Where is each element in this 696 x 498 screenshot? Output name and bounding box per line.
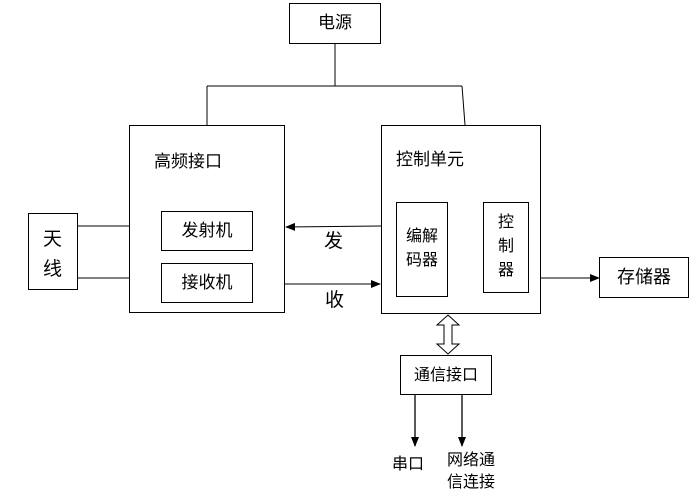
- power-label: 电源: [318, 13, 352, 33]
- controller-block: 控 制 器: [483, 202, 529, 293]
- power-block: 电源: [289, 3, 381, 44]
- comm-bus-hollow-arrow: [435, 314, 461, 355]
- transmitter-label: 发射机: [181, 220, 233, 241]
- network-label-2: 信连接: [447, 472, 496, 491]
- serial-port-label: 串口: [392, 454, 425, 473]
- power-to-control-line: [461, 85, 466, 126]
- antenna-block: 天 线: [28, 213, 78, 290]
- codec-block: 编解 码器: [396, 202, 448, 297]
- controller-label-2: 制: [497, 236, 514, 255]
- controller-label-1: 控: [497, 212, 514, 231]
- receiver-label: 接收机: [181, 272, 233, 293]
- network-label-1: 网络通: [447, 450, 496, 469]
- antenna-label-2: 线: [43, 258, 63, 280]
- send-arrow: [285, 222, 382, 231]
- transmitter-block: 发射机: [161, 211, 253, 251]
- rf-interface-block: 高频接口: [129, 125, 285, 313]
- comm-interface-label: 通信接口: [413, 365, 478, 384]
- receiver-block: 接收机: [161, 263, 253, 303]
- send-label: 发: [324, 230, 344, 252]
- storage-label: 存储器: [617, 266, 671, 288]
- receive-label: 收: [325, 289, 345, 311]
- control-unit-label: 控制单元: [396, 150, 464, 170]
- controller-label-3: 器: [497, 260, 514, 279]
- codec-label-1: 编解: [405, 226, 438, 245]
- comm-interface-block: 通信接口: [400, 355, 492, 395]
- storage-block: 存储器: [599, 257, 689, 298]
- rf-interface-label: 高频接口: [154, 152, 222, 172]
- antenna-label-1: 天: [43, 228, 63, 250]
- codec-label-2: 码器: [405, 250, 438, 269]
